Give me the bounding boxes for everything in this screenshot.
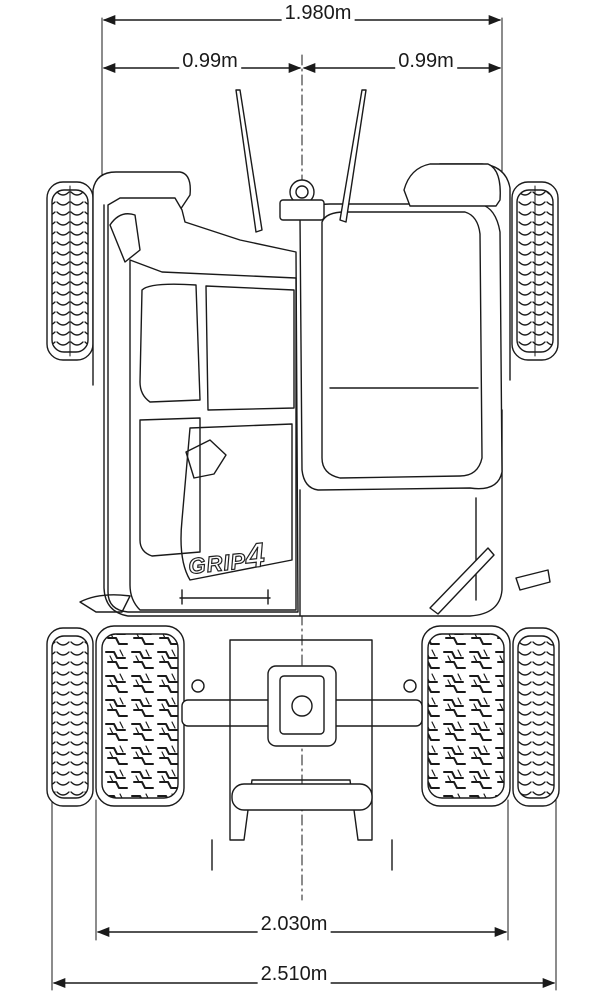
front-left-wheel <box>46 181 94 361</box>
rear-axle <box>181 639 423 871</box>
rear-left-inner-wheel <box>95 625 185 807</box>
cab <box>79 197 299 613</box>
rear-right-inner-wheel <box>421 625 511 807</box>
half-width-left-label: 0.99m <box>179 50 241 72</box>
overall-width-bottom-label: 2.510m <box>257 963 331 985</box>
front-right-wheel <box>511 181 559 361</box>
rear-left-outer-wheel <box>46 627 94 807</box>
rear-right-outer-wheel <box>512 627 560 807</box>
engine-hood <box>299 163 503 617</box>
brand-model-text: GRIP <box>187 547 248 579</box>
half-width-right-label: 0.99m <box>395 50 457 72</box>
track-width-label: 2.030m <box>257 913 331 935</box>
right-side-arm <box>429 547 551 615</box>
overall-width-top-label: 1.980m <box>281 2 355 24</box>
brand-logo: GRIP4 <box>186 535 268 583</box>
front-linkage <box>235 89 367 233</box>
brand-model-number: 4 <box>243 535 268 576</box>
